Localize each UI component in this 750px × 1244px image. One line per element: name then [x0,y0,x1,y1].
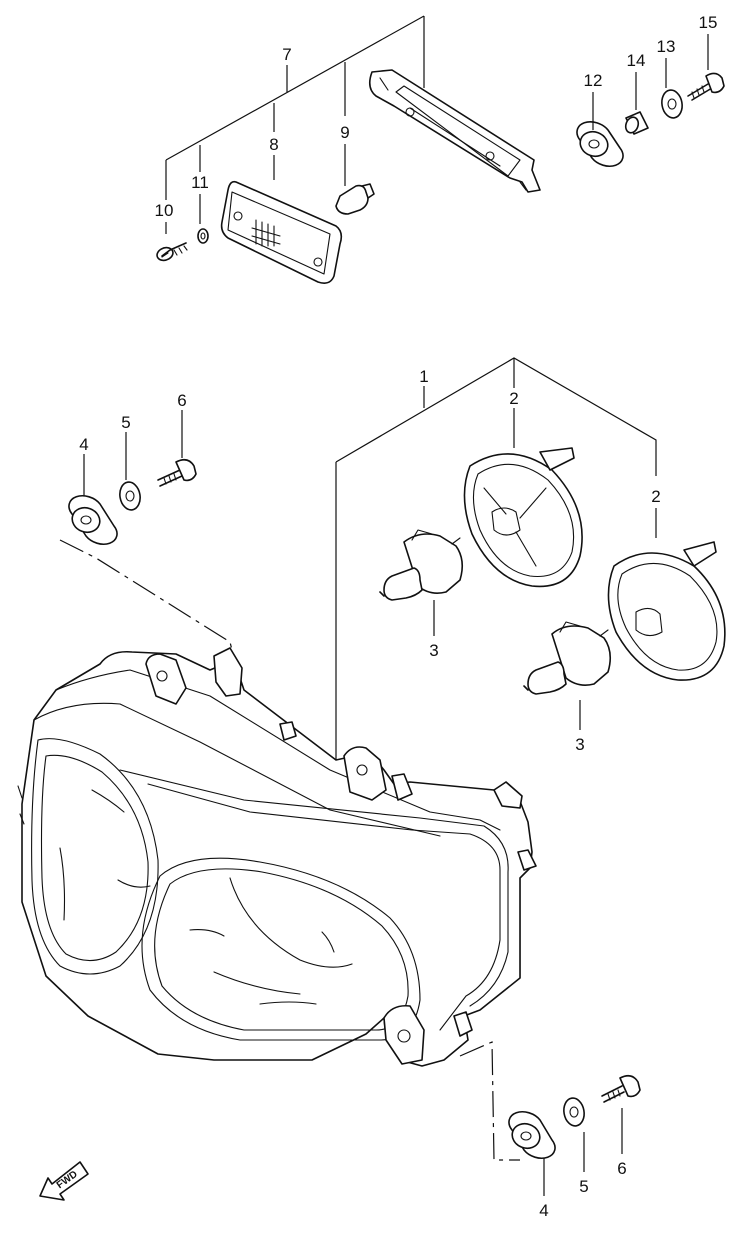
part-3-bulb-lower [523,621,612,695]
callout-labels: 7 8 9 10 11 12 13 14 15 1 2 2 3 3 4 5 6 … [79,13,717,1220]
callout-4-lower: 4 [539,1201,548,1220]
callout-11: 11 [191,173,209,192]
part-2-socket-cover-upper [463,447,583,588]
callout-6-lower: 6 [617,1159,626,1178]
part-11-washer [197,228,209,244]
part-7-position-lamp-housing [368,69,541,193]
callout-3-lower: 3 [575,735,584,754]
part-14-collar [624,111,649,135]
part-2-socket-cover-lower [607,541,726,681]
callout-3-upper: 3 [429,641,438,660]
part-8-position-lens [220,180,343,284]
callout-14: 14 [627,51,646,70]
part-4-grommet-upper [68,494,118,546]
callout-7: 7 [282,45,291,64]
part-1-headlamp-assembly [17,647,537,1067]
leader-lines-group-upper-mount [59,410,233,651]
callout-2-lower: 2 [651,487,660,506]
leader-lines-group-lower-mount [459,1041,623,1196]
callout-6-upper: 6 [177,391,186,410]
callout-1: 1 [419,367,428,386]
leader-lines-group-7 [165,15,425,234]
callout-2-upper: 2 [509,389,518,408]
callout-4-upper: 4 [79,435,88,454]
part-5-washer-upper [119,481,141,511]
part-12-grommet [576,120,624,168]
callout-5-upper: 5 [121,413,130,432]
part-6-screw-lower [601,1074,641,1103]
callout-15: 15 [699,13,718,32]
part-9-bulb [335,183,375,215]
callout-12: 12 [584,71,603,90]
part-6-screw-upper [157,458,197,487]
part-10-screw [156,242,188,262]
callout-10: 10 [155,201,174,220]
callout-13: 13 [657,37,676,56]
callout-9: 9 [340,123,349,142]
callout-8: 8 [269,135,278,154]
part-4-grommet-lower [508,1110,556,1160]
callout-5-lower: 5 [579,1177,588,1196]
part-5-washer-lower [563,1097,585,1127]
part-13-washer [661,89,683,119]
part-15-bolt [687,72,725,101]
fwd-arrow-icon: FWD [39,1161,89,1201]
part-3-bulb-upper [379,529,464,601]
